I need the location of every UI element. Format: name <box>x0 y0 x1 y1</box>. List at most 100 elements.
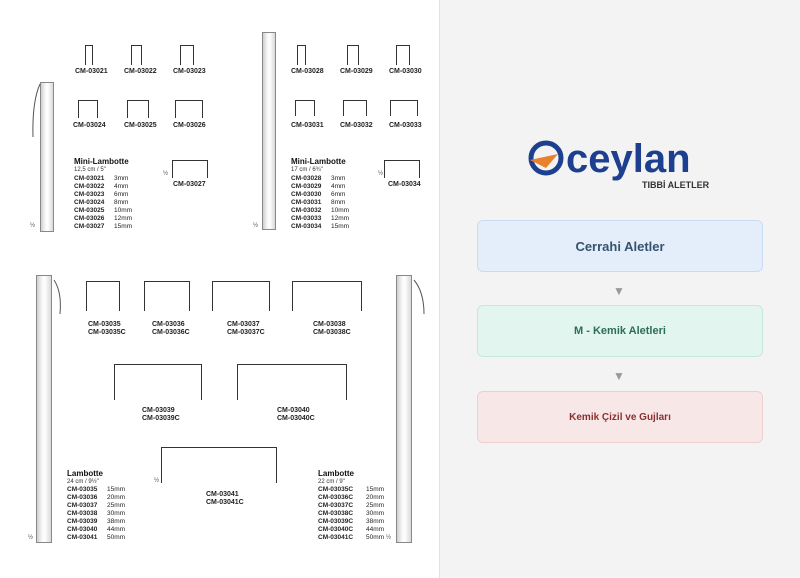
instrument-blade <box>32 83 41 138</box>
category-panel: ceylan TIBBİ ALETLER Cerrahi Aletler ▼ M… <box>440 0 800 578</box>
staple-drawing <box>396 45 410 65</box>
chevron-down-icon: ▼ <box>613 369 625 383</box>
product-code: CM-03033 <box>389 122 422 129</box>
staple-drawing <box>343 100 367 116</box>
product-code: CM-03022 <box>124 68 157 75</box>
product-code: CM-03025 <box>124 122 157 129</box>
staple-drawing <box>295 100 315 116</box>
staple-drawing <box>175 100 203 118</box>
product-code: CM-03032 <box>340 122 373 129</box>
staple-drawing <box>212 281 270 311</box>
product-title: Mini-Lambotte <box>74 157 129 166</box>
product-code: CM-03027 <box>173 181 206 188</box>
scale-label: ½ <box>154 478 160 484</box>
svg-text:ceylan: ceylan <box>566 137 691 181</box>
instrument-handle <box>262 32 276 230</box>
instrument-blade <box>413 279 425 315</box>
staple-drawing <box>114 364 202 400</box>
category-label: Cerrahi Aletler <box>575 238 665 254</box>
product-size: 22 cm / 9" <box>318 479 345 485</box>
product-code: CM-03030 <box>389 68 422 75</box>
staple-drawing <box>297 45 306 65</box>
staple-drawing <box>292 281 362 311</box>
staple-drawing <box>144 281 190 311</box>
category-link-cerrahi-aletler[interactable]: Cerrahi Aletler <box>477 220 763 272</box>
staple-drawing <box>390 100 418 116</box>
staple-drawing <box>172 160 208 178</box>
product-title: Lambotte <box>318 469 354 478</box>
scale-label: ½ <box>378 171 384 177</box>
product-code: CM-03021 <box>75 68 108 75</box>
staple-drawing <box>161 447 277 483</box>
product-code: CM-03024 <box>73 122 106 129</box>
scale-label: ½ <box>28 535 34 541</box>
scale-label: ½ <box>386 535 392 541</box>
scale-label: ½ <box>163 171 169 177</box>
product-code: CM-03023 <box>173 68 206 75</box>
staple-drawing <box>237 364 347 400</box>
instrument-handle <box>36 275 52 543</box>
ceylan-logo-icon: ceylan TIBBİ ALETLER <box>528 137 710 190</box>
instrument-handle <box>396 275 412 543</box>
panel-divider <box>439 0 440 578</box>
catalog-page: ½ CM-03021 CM-03022 CM-03023 CM-03024 CM… <box>28 32 425 543</box>
product-title: Mini-Lambotte <box>291 157 346 166</box>
product-code: CM-03026 <box>173 122 206 129</box>
category-label: Kemik Çizil ve Gujları <box>569 411 671 423</box>
staple-drawing <box>78 100 98 118</box>
staple-drawing <box>384 160 420 178</box>
category-label: M - Kemik Aletleri <box>574 325 666 337</box>
staple-drawing <box>131 45 142 65</box>
instrument-handle <box>40 82 54 232</box>
product-code: CM-03031 <box>291 122 324 129</box>
product-code: CM-03034 <box>388 181 421 188</box>
scale-label: ½ <box>253 223 259 229</box>
instrument-blade <box>53 279 61 315</box>
product-code: CM-03028 <box>291 68 324 75</box>
staple-drawing <box>180 45 194 65</box>
product-size: 24 cm / 9½" <box>67 479 99 485</box>
staple-drawing <box>85 45 93 65</box>
staple-drawing <box>127 100 149 118</box>
brand-logo[interactable]: ceylan TIBBİ ALETLER <box>524 134 724 194</box>
product-title: Lambotte <box>67 469 103 478</box>
category-link-kemik-cizil-gujlari[interactable]: Kemik Çizil ve Gujları <box>477 391 763 443</box>
product-code: CM-03029 <box>340 68 373 75</box>
product-size: 12,5 cm / 5" <box>74 167 106 173</box>
category-link-kemik-aletleri[interactable]: M - Kemik Aletleri <box>477 305 763 357</box>
staple-drawing <box>86 281 120 311</box>
chevron-down-icon: ▼ <box>613 284 625 298</box>
